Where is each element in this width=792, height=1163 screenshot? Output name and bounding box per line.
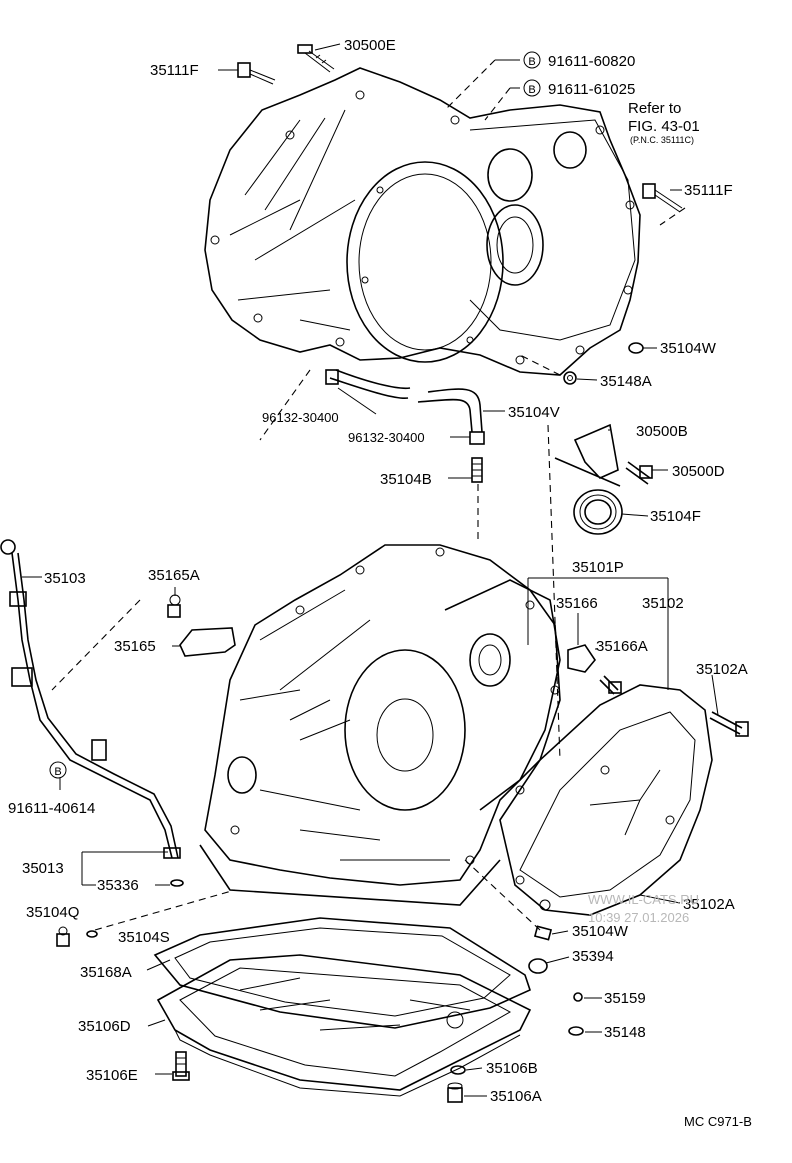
callout-35166A: 35166A [596,638,648,655]
bracket-30500B-drawing [554,423,621,487]
svg-text:B: B [528,84,535,96]
callout-35103: 35103 [44,570,86,587]
callout-30500B: 30500B [636,423,688,440]
callout-35106A: 35106A [490,1088,542,1105]
callout-35111F-right: 35111F [684,182,733,199]
bolt-30500D-icon [625,461,653,485]
pan-gasket-35168A-drawing [153,917,531,1029]
circle-mark-b-2: B [523,79,541,97]
plug-35104W-bottom-icon [533,925,553,941]
callout-35148: 35148 [604,1024,646,1041]
nut-35148-icon [568,1026,584,1036]
callout-35165A: 35165A [148,567,200,584]
callout-35106D: 35106D [78,1018,131,1035]
washer-35106B-icon [450,1065,466,1075]
callout-35168A: 35168A [80,964,132,981]
bracket-35165-icon [179,627,236,657]
callout-35104Q: 35104Q [26,904,79,921]
circle-mark-b-3: B [49,761,67,779]
svg-text:B: B [528,56,535,68]
transaxle-housing-drawing [204,67,641,376]
breather-plug-35104B-icon [471,457,483,483]
callout-35394: 35394 [572,948,614,965]
callout-35159: 35159 [604,990,646,1007]
watermark-site: WWW.IL-CATS.RU [588,892,699,907]
callout-35111F-top: 35111F [150,62,199,79]
figure-code: MC C971-B [684,1114,752,1129]
callout-35101P: 35101P [572,559,624,576]
bracket-35166-icon [567,644,596,673]
callout-35336: 35336 [97,877,139,894]
refer-to-figure-note: Refer to FIG. 43-01 (P.N.C. 35111C) [628,100,700,145]
callout-35166: 35166 [556,595,598,612]
bolt-35102A-top-icon [709,711,749,737]
callout-91611-40614: 91611-40614 [8,800,95,817]
bolt-35166A-icon [599,675,622,695]
watermark-stamp: 10:39 27.01.2026 [588,910,689,925]
callout-35148A: 35148A [600,373,652,390]
callout-91611-61025: 91611-61025 [548,81,635,98]
callout-30500D: 30500D [672,463,725,480]
callout-35102: 35102 [642,595,684,612]
callout-35104V: 35104V [508,404,560,421]
magnet-35394-icon [528,958,548,974]
hose-35104V-drawing [325,369,485,445]
case-flange [199,844,501,906]
callout-35104W-bottom: 35104W [572,923,629,940]
bolt-35111F-top-icon [237,62,276,85]
gasket-35104S-icon [86,930,98,938]
bolt-35165A-icon [167,594,181,618]
bolt-35111F-right-icon [642,183,683,213]
oil-pan-35106D-drawing [156,954,532,1097]
oil-seal-35104F-icon [573,489,623,535]
nut-35148A-icon [563,371,577,385]
bolt-30500E-icon [297,44,335,73]
refer-line-3: (P.N.C. 35111C) [630,135,694,145]
callout-35165: 35165 [114,638,156,655]
callout-96132-30400-a: 96132-30400 [262,410,339,425]
callout-35102A-top: 35102A [696,661,748,678]
plug-35104Q-icon [56,926,70,947]
callout-35102A-bottom: 35102A [683,896,735,913]
callout-35013: 35013 [22,860,64,877]
callout-35104F: 35104F [650,508,701,525]
transmission-case-drawing [204,544,561,886]
ring-35159-icon [573,992,583,1002]
dipstick-35103-drawing [0,539,181,859]
callout-96132-30400-b: 96132-30400 [348,430,425,445]
callout-35106B: 35106B [486,1060,538,1077]
callout-91611-60820: 91611-60820 [548,53,635,70]
callout-30500E: 30500E [344,37,396,54]
refer-line-1: Refer to [628,100,681,117]
circle-mark-b-1: B [523,51,541,69]
callout-35106E: 35106E [86,1067,138,1084]
callout-35104W-top: 35104W [660,340,717,357]
leader-lines [22,43,719,1097]
plug-35106A-icon [447,1082,463,1103]
callout-35104B: 35104B [380,471,432,488]
refer-line-2: FIG. 43-01 [628,118,700,135]
callout-35104S: 35104S [118,929,170,946]
side-cover-35102-drawing [499,684,713,916]
plug-35104W-top-icon [628,342,644,354]
svg-text:B: B [54,766,61,778]
bolt-35106E-icon [172,1051,190,1081]
oring-35336-icon [170,879,184,887]
